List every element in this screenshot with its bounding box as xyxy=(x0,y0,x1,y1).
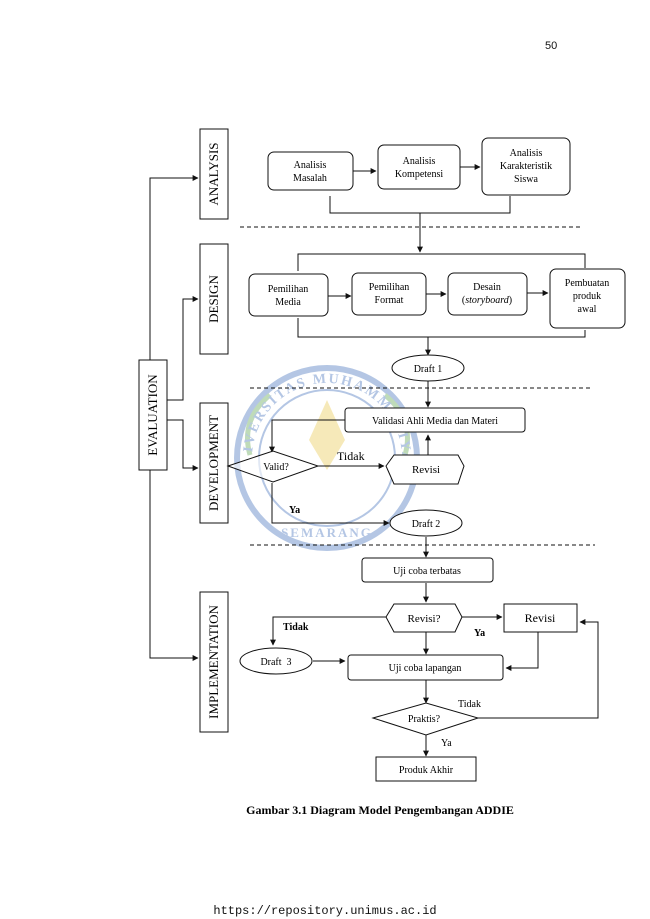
analysis-box-competence: Analisis Kompetensi xyxy=(377,144,461,190)
design-box-format: Pemilihan Format xyxy=(351,272,427,316)
draft3-ellipse: Draft 3 xyxy=(239,647,313,675)
analysis-box-problem: Analisis Masalah xyxy=(267,151,354,191)
development-tidak-label: Tidak xyxy=(337,449,365,463)
analysis-box-students-line1: Analisis xyxy=(510,148,543,159)
phase-development-label: DEVELOPMENT xyxy=(206,415,221,511)
phase-analysis: ANALYSIS xyxy=(199,128,229,220)
draft1-ellipse: Draft 1 xyxy=(391,354,465,382)
draft2-label: Draft 2 xyxy=(412,519,441,530)
phase-evaluation-label: EVALUATION xyxy=(145,374,160,456)
field-trial-box: Uji coba lapangan xyxy=(347,654,504,681)
phase-design-label: DESIGN xyxy=(206,275,221,323)
design-box-format-line1: Pemilihan xyxy=(369,282,410,293)
development-ya-label: Ya xyxy=(289,505,300,516)
phase-implementation-label: IMPLEMENTATION xyxy=(206,605,221,719)
design-box-media-line2: Media xyxy=(275,297,301,308)
figure-caption: Gambar 3.1 Diagram Model Pengembangan AD… xyxy=(246,803,514,817)
analysis-connectors xyxy=(329,164,511,253)
design-box-initial-product-line3: awal xyxy=(578,304,597,315)
evaluation-connectors xyxy=(149,175,199,661)
final-product-label: Produk Akhir xyxy=(399,765,454,776)
phase-design: DESIGN xyxy=(199,243,229,355)
watermark-bottom-text: SEMARANG xyxy=(281,525,373,540)
analysis-box-students-line3: Siswa xyxy=(514,174,538,185)
draft2-ellipse: Draft 2 xyxy=(389,509,463,537)
design-box-storyboard-line1: Desain xyxy=(473,282,501,293)
draft3-label: Draft 3 xyxy=(260,657,291,668)
footer-url: https://repository.unimus.ac.id xyxy=(213,904,437,918)
design-box-initial-product-line2: produk xyxy=(573,291,601,302)
development-connectors xyxy=(269,381,431,558)
implementation-revisi-box: Revisi xyxy=(503,603,578,633)
limited-trial-label: Uji coba terbatas xyxy=(393,566,461,577)
analysis-box-students: Analisis Karakteristik Siswa xyxy=(481,137,571,196)
final-product-box: Produk Akhir xyxy=(375,756,477,782)
phase-separators xyxy=(240,226,595,546)
design-box-initial-product: Pembuatan produk awal xyxy=(549,268,626,329)
analysis-box-competence-line1: Analisis xyxy=(403,156,436,167)
implementation-tidak-label: Tidak xyxy=(283,622,309,633)
design-box-storyboard-line2: (storyboard) xyxy=(462,295,512,306)
design-connectors xyxy=(297,253,586,356)
development-revisi-box: Revisi xyxy=(385,454,465,485)
draft1-label: Draft 1 xyxy=(414,364,443,375)
validation-label: Validasi Ahli Media dan Materi xyxy=(372,416,498,427)
revisi-question-label: Revisi? xyxy=(408,613,441,625)
implementation-ya-label-2: Ya xyxy=(441,738,452,749)
page-number: 50 xyxy=(545,40,558,52)
addie-diagram: UNIVERSITAS MUHAMMADIYAH SEMARANG EVALUA… xyxy=(0,0,626,817)
design-box-initial-product-line1: Pembuatan xyxy=(565,278,609,289)
phase-development: DEVELOPMENT xyxy=(199,402,229,524)
implementation-revisi-label: Revisi xyxy=(525,611,556,625)
implementation-connectors xyxy=(270,583,599,757)
design-box-storyboard-italic: storyboard xyxy=(465,295,510,306)
valid-decision: Valid? xyxy=(226,450,320,483)
phase-evaluation: EVALUATION xyxy=(138,359,168,471)
design-box-media-line1: Pemilihan xyxy=(268,284,309,295)
phase-analysis-label: ANALYSIS xyxy=(206,143,221,206)
implementation-tidak-label-2: Tidak xyxy=(458,699,481,710)
analysis-box-problem-line1: Analisis xyxy=(294,160,327,171)
implementation-ya-label-1: Ya xyxy=(474,628,485,639)
revisi-decision: Revisi? xyxy=(385,603,463,633)
limited-trial-box: Uji coba terbatas xyxy=(361,557,494,583)
analysis-box-problem-line2: Masalah xyxy=(293,173,327,184)
analysis-box-students-line2: Karakteristik xyxy=(500,161,552,172)
praktis-question-label: Praktis? xyxy=(408,714,441,725)
valid-question-label: Valid? xyxy=(263,462,289,473)
design-box-media: Pemilihan Media xyxy=(248,273,329,317)
field-trial-label: Uji coba lapangan xyxy=(389,663,462,674)
development-revisi-label: Revisi xyxy=(412,464,440,476)
design-box-storyboard: Desain (storyboard) xyxy=(447,272,528,316)
analysis-box-competence-line2: Kompetensi xyxy=(395,169,444,180)
phase-implementation: IMPLEMENTATION xyxy=(199,591,229,733)
praktis-decision: Praktis? xyxy=(371,702,480,736)
validation-box: Validasi Ahli Media dan Materi xyxy=(344,407,526,433)
design-box-format-line2: Format xyxy=(375,295,404,306)
